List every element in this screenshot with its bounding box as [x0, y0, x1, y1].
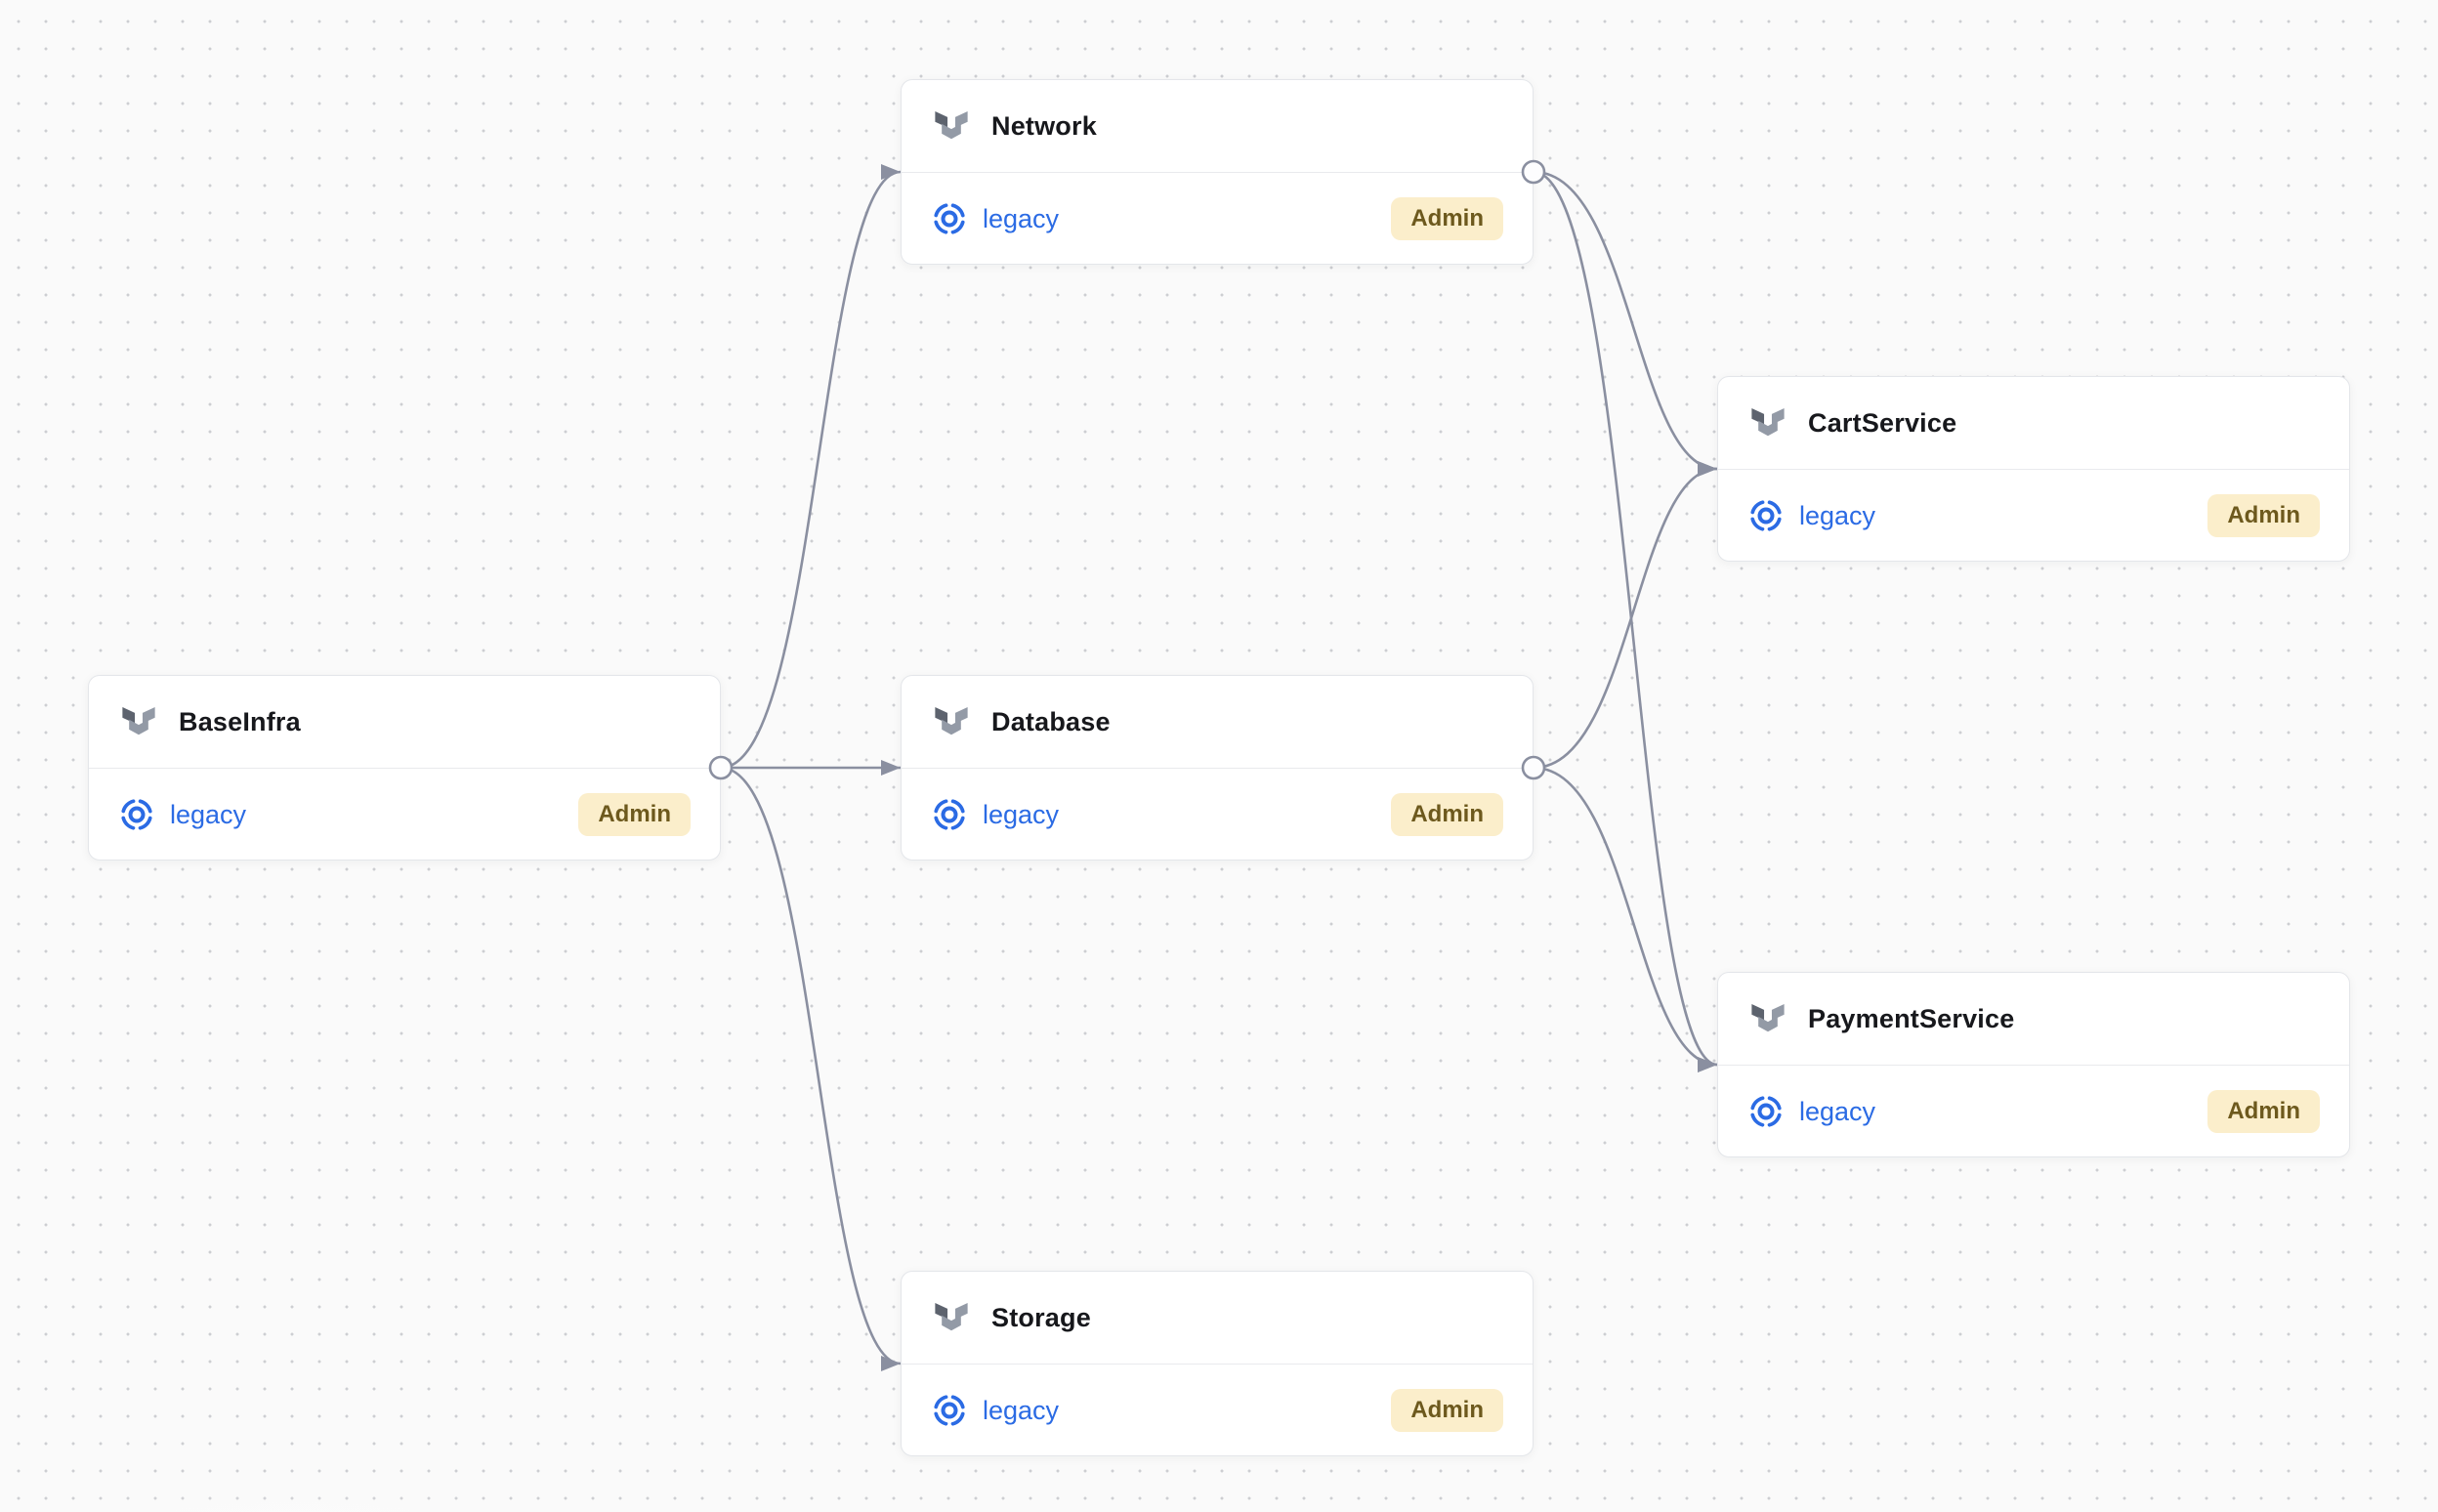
- workspace-title: PaymentService: [1808, 1003, 2015, 1033]
- workspace-node-storage[interactable]: Storage legacy Admin: [901, 1271, 1534, 1456]
- node-body: legacy Admin: [1718, 1066, 2349, 1157]
- dependency-edge-database-to-cartservice: [1533, 461, 1718, 770]
- environment-label[interactable]: legacy: [1799, 1096, 1876, 1126]
- environment-scan-icon: [933, 1394, 966, 1427]
- dependency-edge-baseinfra-to-network: [720, 164, 902, 770]
- role-badge: Admin: [578, 792, 691, 837]
- node-header: Database: [902, 676, 1533, 769]
- dependency-edge-network-to-cartservice: [1533, 170, 1718, 477]
- role-badge: Admin: [2207, 493, 2320, 538]
- node-header: BaseInfra: [89, 676, 720, 769]
- node-body: legacy Admin: [89, 769, 720, 861]
- environment-scan-icon: [933, 798, 966, 831]
- terraform-icon: [935, 110, 968, 140]
- workspace-title: CartService: [1808, 407, 1957, 438]
- environment-label[interactable]: legacy: [1799, 500, 1876, 530]
- workspace-title: Database: [991, 706, 1111, 736]
- workspace-title: Storage: [991, 1302, 1091, 1332]
- terraform-icon: [122, 706, 155, 735]
- role-badge: Admin: [2207, 1089, 2320, 1134]
- environment-link[interactable]: legacy: [1749, 1095, 1875, 1128]
- role-badge: Admin: [1391, 196, 1503, 241]
- terraform-icon: [1751, 407, 1785, 437]
- environment-scan-icon: [120, 798, 153, 831]
- node-header: Storage: [902, 1272, 1533, 1365]
- output-port-network[interactable]: [1521, 159, 1546, 185]
- node-header: Network: [902, 80, 1533, 173]
- workspace-node-baseinfra[interactable]: BaseInfra legacy Admin: [88, 675, 721, 861]
- environment-link[interactable]: legacy: [933, 202, 1059, 235]
- workspace-node-network[interactable]: Network legacy Admin: [901, 79, 1534, 265]
- environment-label[interactable]: legacy: [983, 1395, 1060, 1425]
- node-header: CartService: [1718, 377, 2349, 470]
- terraform-icon: [935, 706, 968, 735]
- environment-link[interactable]: legacy: [933, 1394, 1059, 1427]
- node-body: legacy Admin: [902, 173, 1533, 265]
- terraform-icon: [935, 1302, 968, 1331]
- environment-link[interactable]: legacy: [933, 798, 1059, 831]
- dependency-edge-database-to-paymentservice: [1533, 766, 1718, 1072]
- dependency-edge-baseinfra-to-storage: [720, 766, 902, 1371]
- workspace-title: BaseInfra: [179, 706, 301, 736]
- environment-link[interactable]: legacy: [1749, 499, 1875, 532]
- environment-label[interactable]: legacy: [170, 799, 247, 829]
- environment-scan-icon: [1749, 499, 1783, 532]
- role-badge: Admin: [1391, 1388, 1503, 1433]
- workspace-title: Network: [991, 110, 1097, 141]
- node-body: legacy Admin: [902, 1365, 1533, 1456]
- role-badge: Admin: [1391, 792, 1503, 837]
- workspace-node-paymentservice[interactable]: PaymentService legacy Admin: [1717, 972, 2350, 1157]
- environment-label[interactable]: legacy: [983, 203, 1060, 233]
- environment-link[interactable]: legacy: [120, 798, 246, 831]
- workspace-node-cartservice[interactable]: CartService legacy Admin: [1717, 376, 2350, 562]
- environment-scan-icon: [1749, 1095, 1783, 1128]
- node-body: legacy Admin: [902, 769, 1533, 861]
- dependency-edge-network-to-paymentservice: [1533, 170, 1718, 1072]
- node-body: legacy Admin: [1718, 470, 2349, 562]
- output-port-baseinfra[interactable]: [708, 755, 734, 780]
- output-port-database[interactable]: [1521, 755, 1546, 780]
- environment-scan-icon: [933, 202, 966, 235]
- workspace-node-database[interactable]: Database legacy Admin: [901, 675, 1534, 861]
- environment-label[interactable]: legacy: [983, 799, 1060, 829]
- node-header: PaymentService: [1718, 973, 2349, 1066]
- terraform-icon: [1751, 1003, 1785, 1032]
